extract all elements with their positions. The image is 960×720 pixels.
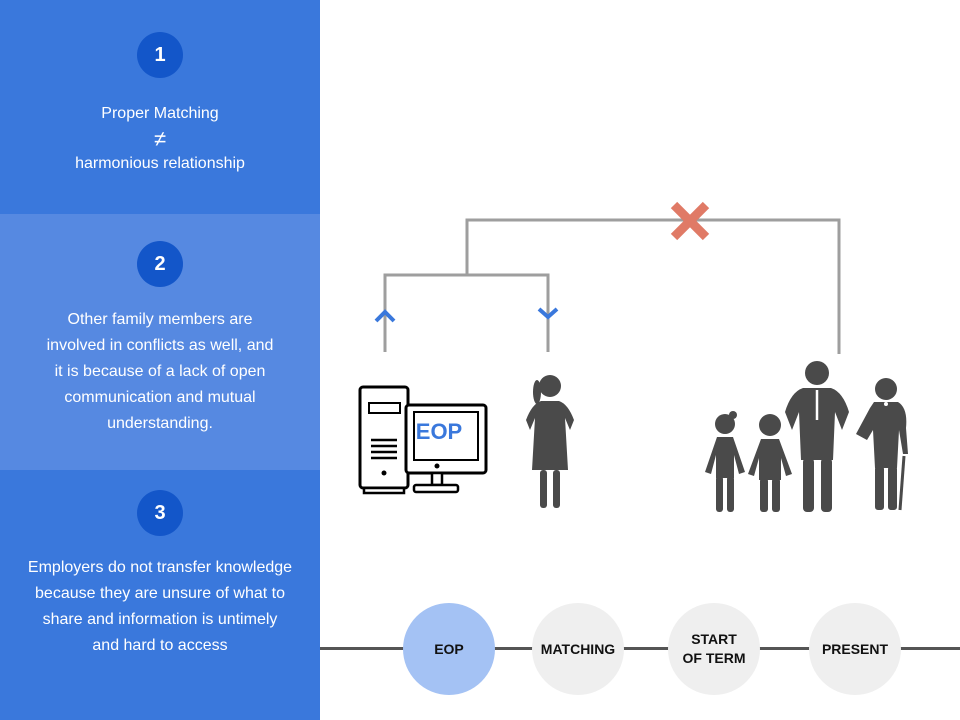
panel-2-line: involved in conflicts as well, and — [46, 337, 274, 354]
panel-3: 3 Employers do not transfer knowledge be… — [0, 470, 320, 720]
panel-2-line: Other family members are — [67, 311, 253, 328]
sidebar: 1 Proper Matching ≠ harmonious relations… — [0, 0, 320, 720]
computer-label: EOP — [416, 419, 462, 444]
panel-3-line: share and information is untimely — [42, 611, 278, 628]
not-equal-sign: ≠ — [153, 126, 167, 151]
panel-2: 2 Other family members are involved in c… — [0, 214, 320, 470]
family-icon — [705, 361, 908, 512]
panel-1-line: Proper Matching — [101, 105, 219, 122]
timeline-step-label: PRESENT — [821, 640, 889, 657]
timeline-line — [320, 647, 960, 650]
timeline-step-label: EOP — [434, 640, 464, 657]
timeline-step-label: MATCHING — [540, 640, 616, 657]
panel-1: 1 Proper Matching ≠ harmonious relations… — [0, 0, 320, 214]
arrow-down-icon — [537, 307, 559, 320]
connector-lines — [383, 218, 841, 354]
timeline-step-start-of-term: START OF TERM — [668, 603, 760, 695]
arrow-up-icon — [374, 309, 396, 323]
cross-icon — [670, 201, 710, 241]
step-number-1: 1 — [137, 32, 183, 78]
panel-3-line: because they are unsure of what to — [35, 585, 285, 602]
timeline-step-present: PRESENT — [809, 603, 901, 695]
panel-3-text: Employers do not transfer knowledge beca… — [20, 555, 300, 659]
relationship-diagram: EOP — [358, 201, 908, 512]
father-figure — [785, 361, 849, 512]
timeline-step-eop: EOP — [403, 603, 495, 695]
step-number-2: 2 — [137, 241, 183, 287]
panel-2-line: it is because of a lack of open — [54, 363, 266, 380]
boy-figure — [748, 414, 792, 512]
panel-2-text: Other family members are involved in con… — [20, 307, 300, 437]
panel-1-text: Proper Matching ≠ harmonious relationshi… — [20, 101, 300, 177]
domestic-helper-icon — [526, 375, 574, 508]
panel-3-line: and hard to access — [92, 637, 228, 654]
timeline-step-label: START OF TERM — [682, 631, 746, 666]
panel-1-line: harmonious relationship — [75, 155, 245, 172]
timeline-step-matching: MATCHING — [532, 603, 624, 695]
panel-3-line: Employers do not transfer knowledge — [27, 559, 293, 576]
computer-eop-icon — [358, 385, 488, 495]
grandmother-figure — [856, 378, 908, 510]
panel-2-line: understanding. — [107, 415, 213, 432]
step-number-3: 3 — [137, 490, 183, 536]
girl-figure — [705, 411, 745, 512]
panel-2-line: communication and mutual — [64, 389, 256, 406]
